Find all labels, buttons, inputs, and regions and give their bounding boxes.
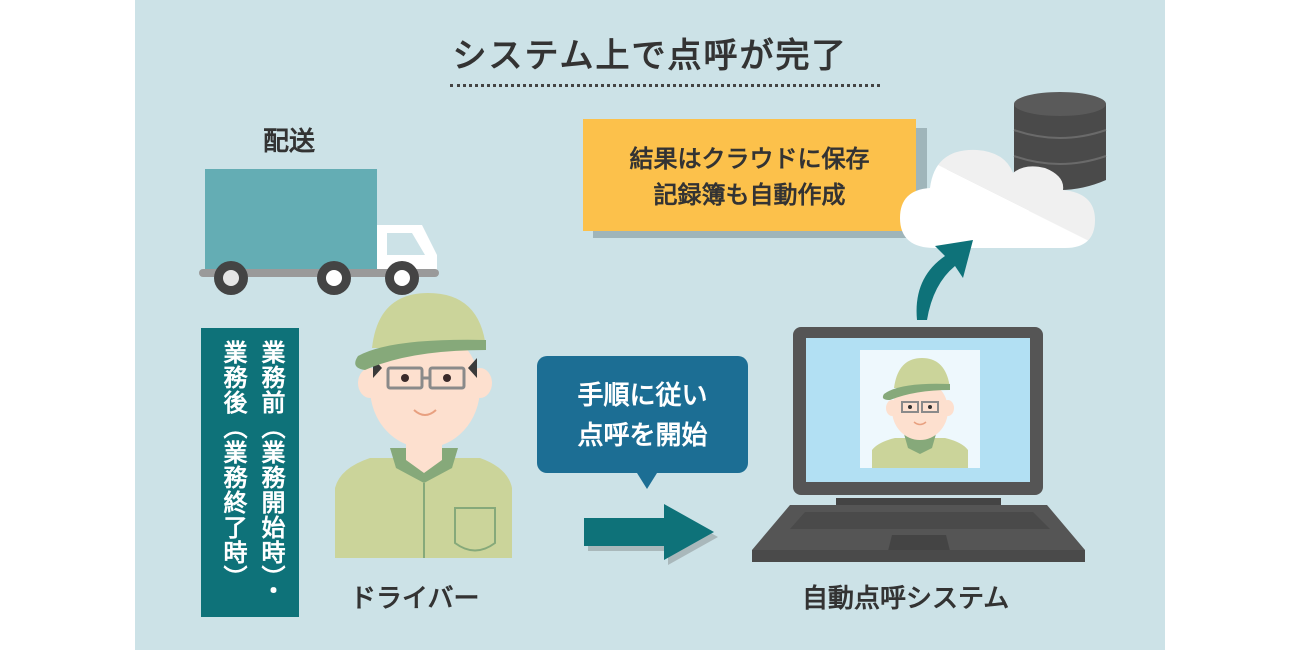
system-label: 自動点呼システム — [802, 584, 1010, 614]
timing-before: 業務前（業務開始時）・ — [257, 340, 285, 603]
timing-after: 業務後（業務終了時） — [219, 340, 247, 590]
arrow-right-icon — [584, 504, 718, 565]
timing-box: 業務前（業務開始時）・ 業務後（業務終了時） — [201, 328, 299, 617]
speech-bubble-text: 手順に従い 点呼を開始 — [537, 376, 748, 456]
bubble-line-2: 点呼を開始 — [577, 421, 708, 451]
diagram-panel: システム上で点呼が完了 配送 業務前（業務開始時）・ 業務後（業務終了時） ドラ — [135, 0, 1165, 650]
bubble-line-1: 手順に従い — [577, 381, 708, 411]
speech-bubble: 手順に従い 点呼を開始 — [537, 356, 748, 473]
diagram-title: システム上で点呼が完了 — [452, 36, 848, 76]
cloud-note-text: 結果はクラウドに保存 記録簿も自動作成 — [583, 141, 916, 213]
curved-arrow-icon — [916, 240, 973, 320]
driver-illustration — [335, 293, 512, 558]
note-line-2: 記録簿も自動作成 — [653, 181, 846, 209]
delivery-label: 配送 — [263, 127, 316, 157]
truck-icon — [199, 169, 439, 295]
cloud-note: 結果はクラウドに保存 記録簿も自動作成 — [583, 119, 916, 231]
speech-bubble-tail — [637, 473, 657, 489]
note-line-1: 結果はクラウドに保存 — [629, 145, 870, 173]
driver-label: ドライバー — [350, 584, 480, 614]
title-dotted-divider — [450, 84, 880, 87]
screen-driver-photo — [860, 350, 980, 468]
cloud-icon — [900, 149, 1095, 248]
